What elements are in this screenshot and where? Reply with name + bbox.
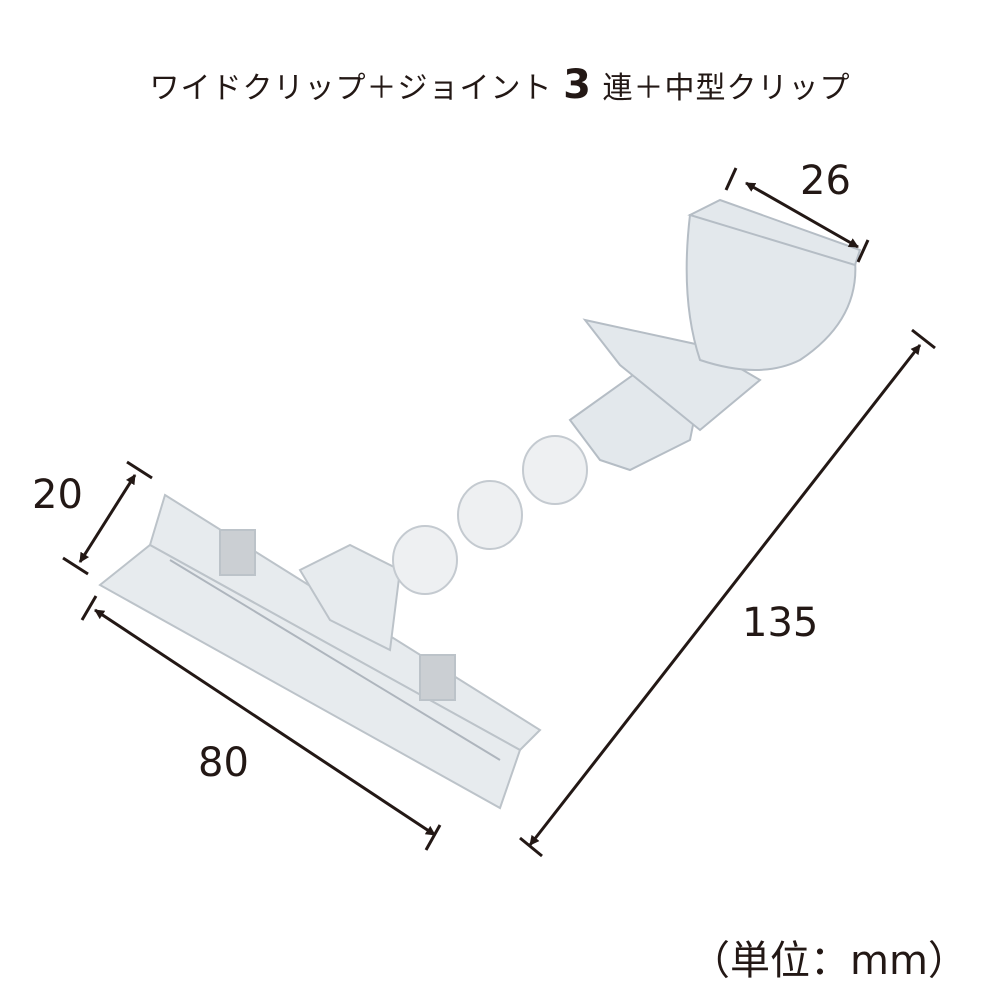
- joints: [392, 435, 588, 595]
- dim-label-135: 135: [742, 600, 819, 646]
- unit-label: （単位：mm）: [690, 938, 968, 984]
- medium-clip: [568, 198, 862, 472]
- dim-label-26: 26: [800, 158, 851, 204]
- dim-135-arrow: [528, 344, 922, 846]
- title-text-2: 連＋中型クリップ: [602, 71, 851, 106]
- dimension-lines: [62, 167, 936, 858]
- dim-label-80: 80: [198, 740, 249, 786]
- product-title: ワイドクリップ＋ジョイント 3 連＋中型クリップ: [0, 62, 1000, 108]
- dim-20-arrow: [78, 474, 137, 563]
- title-text-1: ワイドクリップ＋ジョイント: [149, 71, 553, 106]
- title-count: 3: [563, 62, 592, 108]
- dim-label-20: 20: [32, 472, 83, 518]
- dim-26-arrow: [745, 181, 859, 249]
- dim-80-arrow: [94, 608, 436, 837]
